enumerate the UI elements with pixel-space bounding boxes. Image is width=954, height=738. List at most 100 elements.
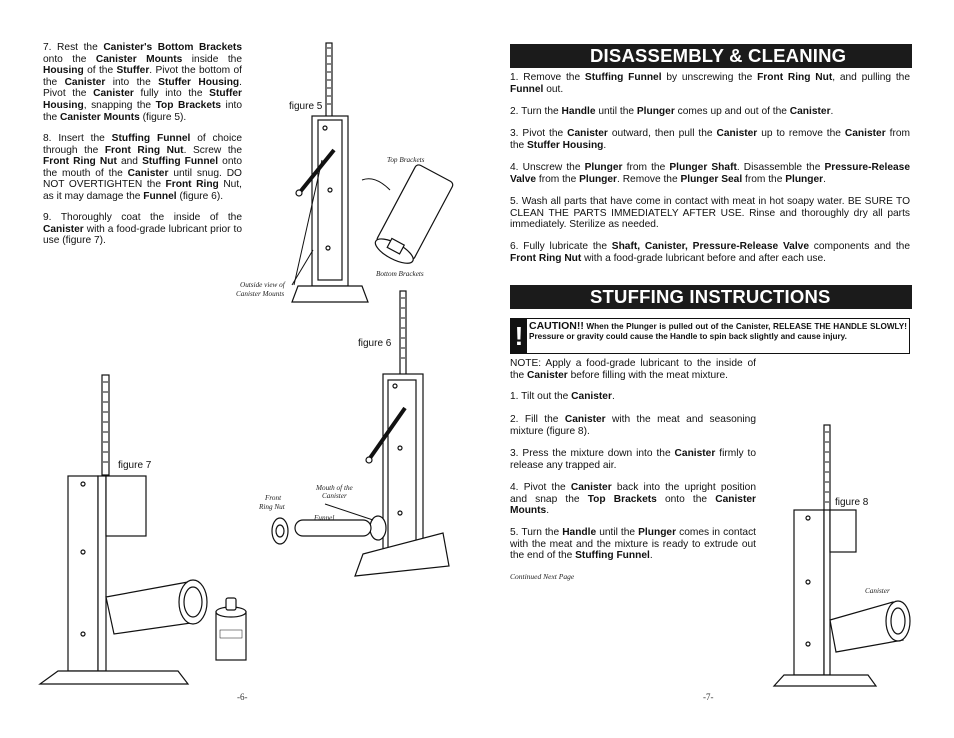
bold-term: Stuffing Funnel	[142, 156, 219, 168]
canister-mounts-callout: Canister Mounts	[236, 290, 285, 298]
bold-term: Plunger	[636, 106, 675, 117]
bold-term: Canister	[567, 128, 608, 139]
stuffing-step-5: 5. Turn the Handle until the Plunger com…	[510, 527, 756, 562]
text-segment: 4. Pivot the	[510, 482, 571, 493]
bold-term: Canister	[716, 128, 758, 139]
figure-8-label: figure 8	[835, 497, 869, 508]
figure-6-illustration	[271, 290, 450, 577]
text-segment: firmly to release any trapped air.	[510, 448, 756, 471]
top-brackets-callout: Top Brackets	[387, 156, 425, 164]
bold-term: Handle	[562, 527, 597, 538]
text-segment: comes in contact with the meat and the m…	[510, 527, 756, 562]
front-callout: Front	[265, 494, 282, 502]
figure-7-illustration	[38, 374, 247, 685]
text-segment: comes up and out of the	[674, 106, 790, 117]
bold-term: Plunger	[579, 173, 618, 185]
text-segment: until the	[595, 106, 637, 117]
disassembly-step-4: 4. Unscrew the Plunger from the Plunger …	[510, 162, 910, 185]
figure-8-illustration	[772, 424, 911, 687]
figure-7-label: figure 7	[118, 460, 152, 471]
text-segment: .	[546, 505, 550, 517]
text-segment: until snug. DO NOT OVERTIGHTEN the	[43, 167, 242, 191]
text-segment: . Disassemble the	[736, 162, 825, 173]
stuffing-step-3: 3. Press the mixture down into the Canis…	[510, 448, 756, 471]
disassembly-step-2: 2. Turn the Handle until the Plunger com…	[510, 106, 910, 118]
text-segment: , and pulling the	[832, 72, 910, 83]
bold-term: Front Ring	[165, 179, 219, 191]
text-segment: onto the	[656, 493, 716, 505]
text-segment: 6. Fully lubricate the	[510, 241, 612, 252]
caution-box: ! CAUTION!! When the Plunger is pulled o…	[510, 318, 910, 354]
disassembly-step-5: 5. Wash all parts that have come in cont…	[510, 196, 910, 231]
bold-term: Canister	[127, 167, 169, 179]
text-segment: Nut, as it may damage the	[43, 179, 243, 202]
funnel-callout: Funnel	[314, 514, 335, 522]
bold-term: Front Ring Nut	[43, 156, 117, 168]
text-segment: 2. Fill the	[510, 414, 565, 425]
mouth-of-callout: Mouth of the	[316, 484, 353, 492]
text-segment: back into the upright position and snap …	[510, 482, 756, 505]
bold-term: Canister Mounts	[60, 111, 140, 123]
stuffing-heading: STUFFING INSTRUCTIONS	[510, 285, 912, 309]
bold-term: Pressure-Release Valve	[510, 162, 910, 185]
exclamation-icon: !	[511, 319, 527, 353]
canister-callout-fig6: Canister	[322, 492, 347, 500]
stuffing-step-4: 4. Pivot the Canister back into the upri…	[510, 482, 756, 517]
text-segment: from the	[742, 173, 786, 185]
bold-term: Handle	[561, 106, 596, 117]
text-segment: outward, then pull the	[607, 128, 717, 139]
text-segment: until the	[596, 527, 639, 538]
text-segment: 2. Turn the	[510, 106, 562, 117]
text-segment: (figure 5).	[139, 111, 187, 123]
bold-term: Top Brackets	[587, 493, 657, 505]
text-segment: from the	[622, 162, 670, 173]
bold-term: Canister	[564, 414, 606, 425]
bold-term: Canister Mounts	[510, 493, 756, 517]
text-segment: . Screw the	[183, 144, 242, 156]
step-7: 7. Rest the Canister's Bottom Brackets o…	[43, 42, 242, 123]
disassembly-step-1: 1. Remove the Stuffing Funnel by unscrew…	[510, 72, 910, 95]
bold-term: Stuffing Funnel	[584, 72, 662, 83]
figure-5-illustration	[291, 42, 454, 303]
text-segment: .	[823, 173, 826, 185]
bold-term: Canister	[571, 391, 612, 402]
bold-term: Front Ring Nut	[104, 144, 184, 156]
bold-term: Top Brackets	[155, 99, 222, 111]
bold-term: Funnel	[143, 190, 177, 202]
bold-term: Canister	[64, 76, 106, 88]
text-segment: 4. Unscrew the	[510, 162, 585, 173]
bold-term: Front Ring Nut	[510, 252, 582, 264]
bold-term: Stuffing Funnel	[575, 550, 650, 562]
text-segment: onto the mouth of the	[43, 156, 242, 179]
bold-term: Canister	[789, 106, 831, 117]
step-9: 9. Thoroughly coat the inside of the Can…	[43, 212, 242, 247]
text-segment: from the	[536, 173, 580, 185]
bold-term: Plunger Seal	[680, 173, 743, 185]
bold-term: Housing	[43, 65, 84, 77]
text-segment: before filling with the meat mixture.	[567, 369, 729, 381]
text-segment: with a food-grade lubricant prior to use…	[43, 223, 242, 247]
text-segment: components and the	[809, 241, 910, 252]
text-segment: with the meat and seasoning mixture (fig…	[510, 414, 756, 437]
text-segment: NOTE: Apply a food-grade lubricant to th…	[510, 358, 756, 381]
stuffing-step-1: 1. Tilt out the Canister.	[510, 391, 756, 403]
bold-term: Stuffer Housing	[43, 88, 242, 111]
text-segment: 5. Turn the	[510, 527, 563, 538]
text-segment: . Pivot the	[43, 76, 242, 100]
text-segment: .	[603, 139, 607, 151]
text-segment: fully into the	[133, 88, 210, 100]
bold-term: Plunger	[638, 527, 677, 538]
stuffing-step-2: 2. Fill the Canister with the meat and s…	[510, 414, 756, 437]
text-segment: .	[649, 550, 653, 562]
text-segment: by unscrewing the	[661, 72, 758, 83]
ring-nut-callout: Ring Nut	[259, 503, 285, 511]
text-segment: . Remove the	[617, 173, 681, 185]
bold-term: Canister	[527, 369, 568, 381]
bold-term: Plunger Shaft	[669, 162, 737, 173]
text-segment: 3. Pivot the	[510, 128, 568, 139]
bold-term: Front Ring Nut	[757, 72, 833, 83]
caution-text: When the Plunger is pulled out of the Ca…	[529, 322, 907, 342]
text-segment: .	[611, 391, 615, 402]
text-segment: (figure 6).	[176, 190, 224, 202]
note: NOTE: Apply a food-grade lubricant to th…	[510, 358, 756, 381]
